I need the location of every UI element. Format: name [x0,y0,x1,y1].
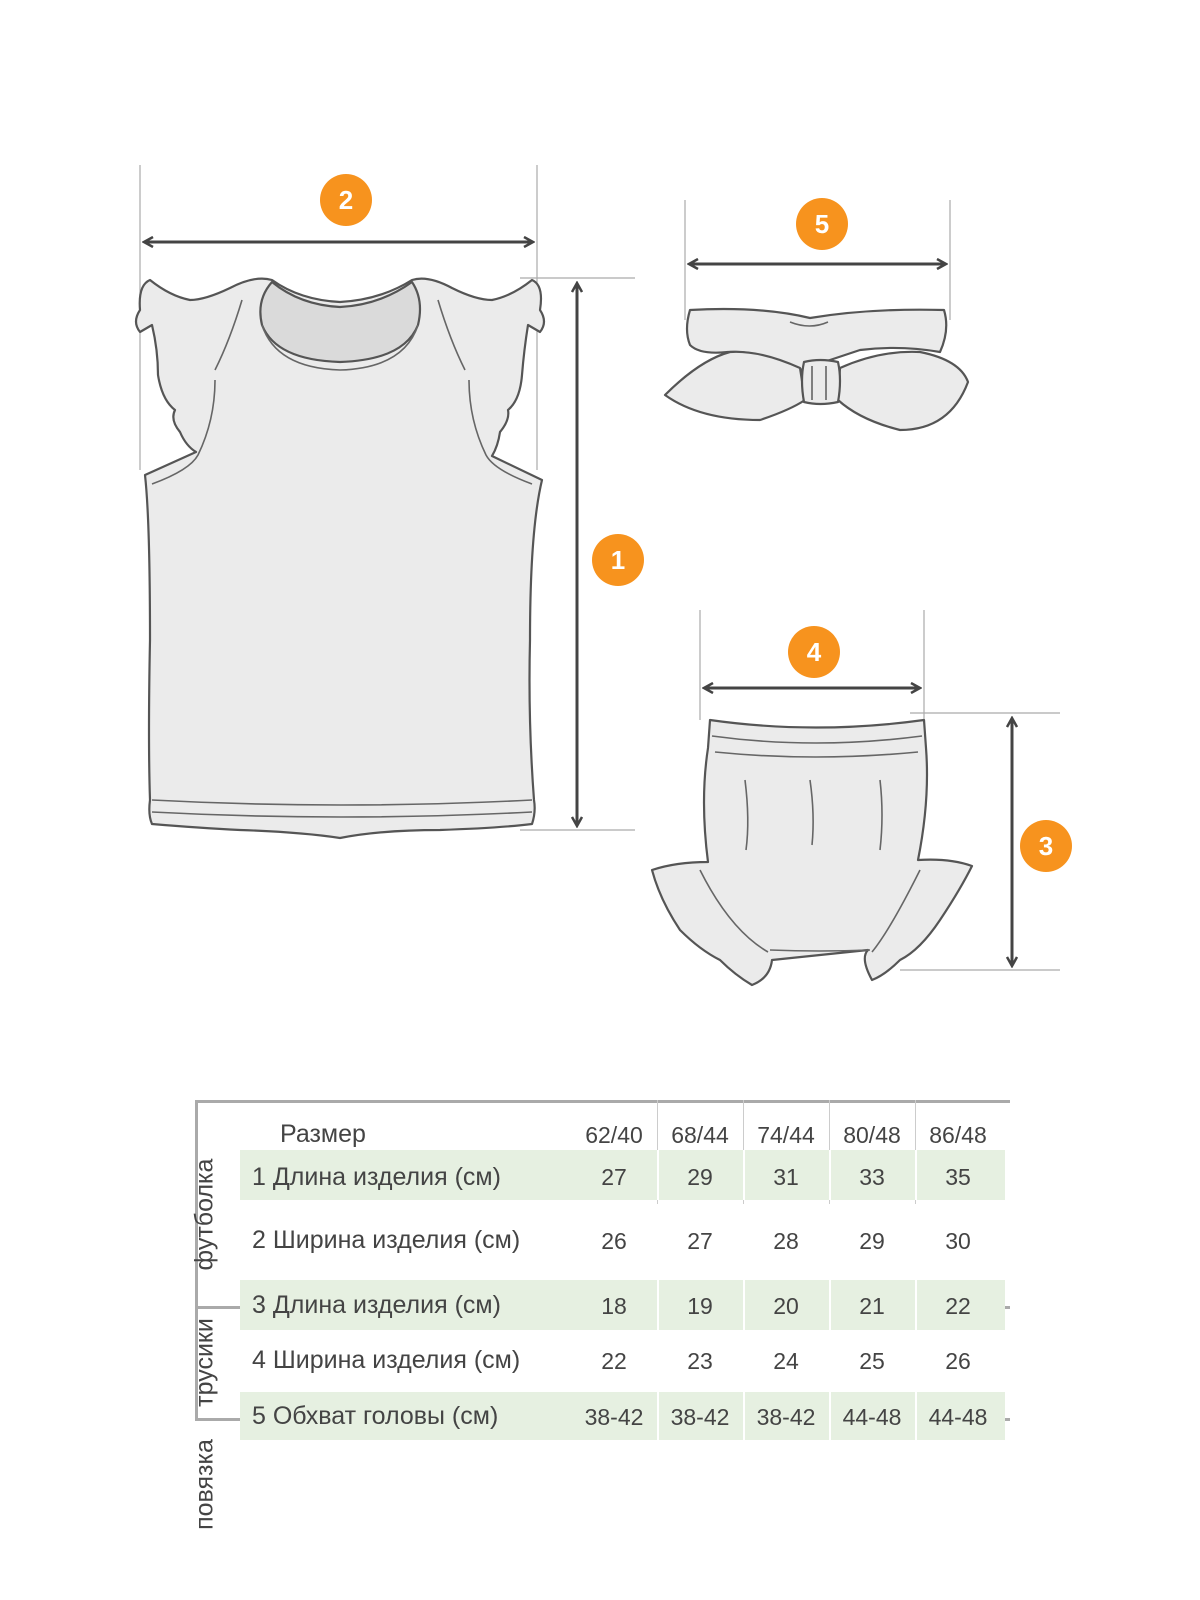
group-label-headband: повязка [190,1439,219,1530]
table-cell: 24 [773,1348,799,1374]
svg-text:2: 2 [339,185,353,215]
table-cell: 18 [601,1293,627,1319]
cell-gap [743,1280,745,1330]
cell-gap [657,1150,659,1200]
table-row: 1 Длина изделия (см) 27 29 31 33 35 [240,1150,1005,1200]
garment-measurement-illustration: 2 1 5 4 3 [134,165,1072,987]
table-row: 4 Ширина изделия (см) 22 23 24 25 26 [240,1338,1005,1388]
table-row: 5 Обхват головы (см) 38-42 38-42 38-42 4… [240,1392,1005,1440]
cell-gap [657,1392,659,1440]
table-cell: 27 [601,1164,627,1190]
table-cell: 38-42 [670,1404,730,1430]
cell-gap [657,1280,659,1330]
cell-gap [829,1280,831,1330]
table-left-rule [195,1100,198,1418]
bloomers-drawing [650,718,974,987]
table-cell: 26 [601,1228,627,1254]
cell-gap [915,1392,917,1440]
svg-text:4: 4 [807,637,822,667]
table-cell: 44-48 [842,1404,902,1430]
cell-gap [829,1150,831,1200]
svg-text:3: 3 [1039,831,1053,861]
badge-4: 4 [788,626,840,678]
cell-gap [915,1280,917,1330]
size-header: 74/44 [757,1122,815,1148]
table-top-rule [195,1100,1010,1103]
badge-3: 3 [1020,820,1072,872]
row-label: 1 Длина изделия (см) [252,1163,501,1191]
row-label: 3 Длина изделия (см) [252,1291,501,1319]
badge-5: 5 [796,198,848,250]
table-cell: 44-48 [928,1404,988,1430]
group-label-tshirt: футболка [190,1158,219,1271]
table-cell: 35 [945,1164,971,1190]
group-label-bloomers: трусики [190,1318,219,1407]
cell-gap [915,1150,917,1200]
table-cell: 25 [859,1348,885,1374]
measurement-guide-lines [139,165,1060,971]
table-cell: 22 [601,1348,627,1374]
row-label: 4 Ширина изделия (см) [252,1346,521,1374]
row-label: 2 Ширина изделия (см) [252,1226,521,1254]
table-row: 2 Ширина изделия (см) 26 27 28 29 30 [240,1218,1005,1268]
size-header: 62/40 [585,1122,643,1148]
cell-gap [743,1392,745,1440]
table-cell: 28 [773,1228,799,1254]
table-cell: 27 [687,1228,713,1254]
badge-1: 1 [592,534,644,586]
cell-gap [743,1150,745,1200]
size-header: 68/44 [671,1122,729,1148]
size-header: 86/48 [929,1122,987,1148]
table-cell: 19 [687,1293,713,1319]
table-cell: 29 [687,1164,713,1190]
table-cell: 21 [859,1293,885,1319]
table-cell: 20 [773,1293,799,1319]
table-cell: 30 [945,1228,971,1254]
size-header-label: Размер [280,1120,366,1148]
cell-gap [829,1392,831,1440]
table-cell: 38-42 [756,1404,816,1430]
svg-text:5: 5 [815,209,829,239]
table-cell: 26 [945,1348,971,1374]
svg-text:1: 1 [611,545,625,575]
table-row: 3 Длина изделия (см) 18 19 20 21 22 [240,1280,1005,1330]
table-cell: 22 [945,1293,971,1319]
table-cell: 29 [859,1228,885,1254]
table-cell: 31 [773,1164,799,1190]
table-cell: 38-42 [584,1404,644,1430]
headband-drawing [663,307,970,432]
tshirt-drawing [134,277,546,840]
row-label: 5 Обхват головы (см) [252,1402,499,1430]
badge-2: 2 [320,174,372,226]
table-cell: 33 [859,1164,885,1190]
table-cell: 23 [687,1348,713,1374]
size-table: Размер 62/40 68/44 74/44 80/48 86/48 фут… [191,1100,1010,1560]
size-header: 80/48 [843,1122,901,1148]
